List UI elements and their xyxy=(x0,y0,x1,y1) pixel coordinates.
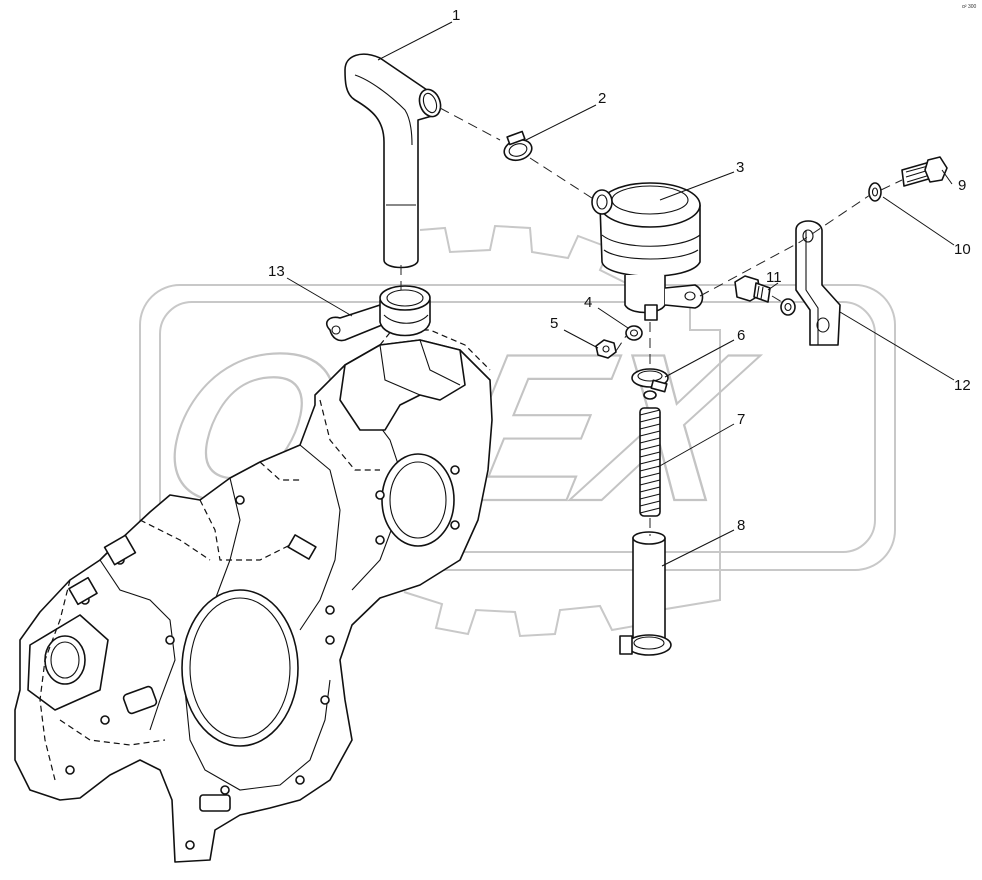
callout-2: 2 xyxy=(598,90,606,107)
engine-front-cover xyxy=(14,329,493,863)
part-11-bolt xyxy=(734,275,796,316)
callout-3: 3 xyxy=(736,159,744,176)
callout-5: 5 xyxy=(550,315,558,332)
part-5-nut xyxy=(595,339,617,359)
part-7-spring xyxy=(639,390,661,517)
callout-9: 9 xyxy=(958,177,966,194)
callout-12: 12 xyxy=(954,377,971,394)
part-9-bolt xyxy=(901,156,948,187)
assembly-lines xyxy=(400,107,903,536)
part-4-washer xyxy=(625,325,643,341)
part-1-breather-hose xyxy=(344,53,442,269)
callout-1: 1 xyxy=(452,7,460,24)
part-12-bracket xyxy=(795,220,841,346)
callout-6: 6 xyxy=(737,327,745,344)
part-3-breather-filter xyxy=(591,182,704,321)
callout-13: 13 xyxy=(268,263,285,280)
callout-numbers: 1 2 3 4 5 6 7 8 9 10 11 12 13 xyxy=(268,7,971,534)
corner-code: α² 300 xyxy=(962,4,977,10)
callout-4: 4 xyxy=(584,294,592,311)
part-13-seal-sleeve xyxy=(325,285,431,342)
callout-leaders xyxy=(286,21,955,567)
callout-8: 8 xyxy=(737,517,745,534)
callout-7: 7 xyxy=(737,411,745,428)
part-10-washer xyxy=(868,182,882,202)
part-6-hose-clamp xyxy=(631,368,669,393)
callout-10: 10 xyxy=(954,241,971,258)
part-2-hose-clamp xyxy=(503,130,533,162)
part-8-drain-tube xyxy=(619,531,672,656)
callout-11: 11 xyxy=(766,269,782,286)
